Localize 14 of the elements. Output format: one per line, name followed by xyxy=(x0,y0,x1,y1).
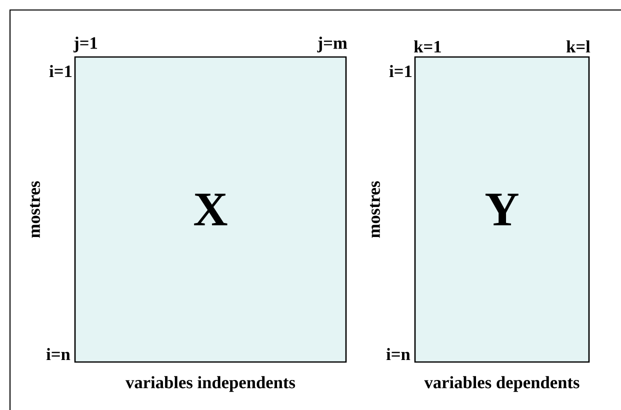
index-label: j=1 xyxy=(73,36,98,52)
index-label: i=n xyxy=(46,348,70,360)
index-label: i=n xyxy=(386,348,410,360)
index-label: i=1 xyxy=(389,64,412,77)
axis-label: variables dependents xyxy=(424,376,580,392)
axis-label: variables independents xyxy=(126,376,296,392)
matrix-box: X xyxy=(74,56,347,363)
index-label: j=m xyxy=(317,36,348,52)
index-label: k=l xyxy=(566,40,590,52)
index-label: k=1 xyxy=(414,40,441,52)
index-label: i=1 xyxy=(49,64,72,77)
axis-label: mostres xyxy=(30,181,40,238)
matrix-box: Y xyxy=(414,56,590,363)
axis-label: mostres xyxy=(370,181,380,238)
